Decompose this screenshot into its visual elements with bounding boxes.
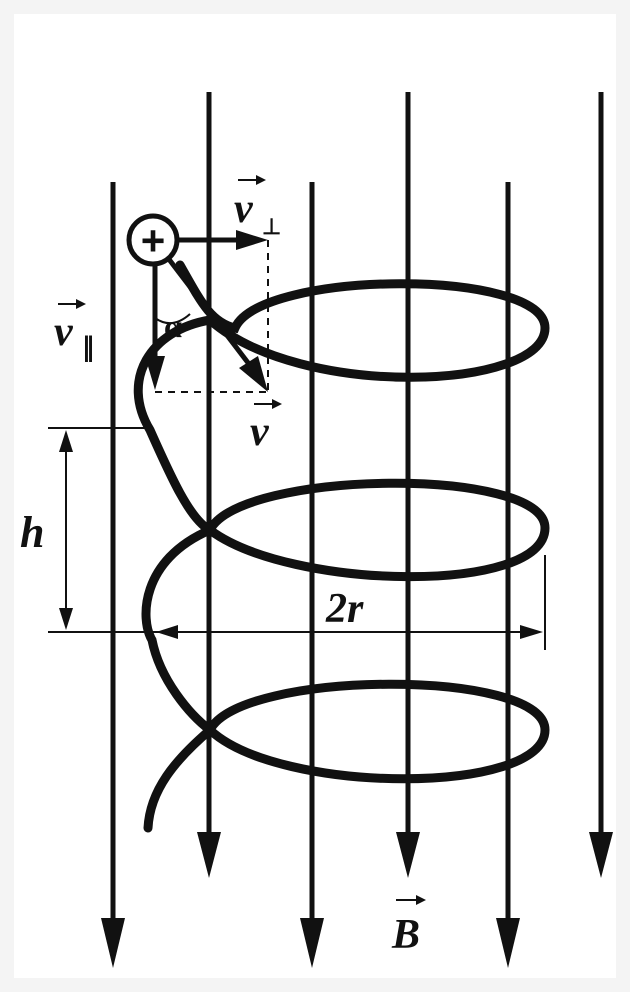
field-line-5 [496,182,520,968]
label-alpha: α [164,308,182,344]
v-vector [166,256,268,392]
label-h: h [20,508,44,557]
field-line-2 [197,92,221,878]
alpha-arc [154,313,191,325]
v-par-subscript: ∥ [82,333,95,363]
v-par-symbol: v [54,309,74,355]
v-perp-subscript: ⊥ [262,214,281,239]
v-perp-symbol: v [234,186,254,232]
positive-charge: + [126,213,180,267]
v-par-vector [145,262,165,390]
diameter-2r-dimension [156,555,546,650]
magnetic-field-lines [101,92,613,968]
v-symbol: v [250,409,270,455]
label-B: B [391,895,426,958]
label-v: v [250,399,282,455]
pitch-h-dimension [48,427,160,633]
label-2r: 2r [325,586,364,632]
v-perp-vector [175,230,268,250]
field-line-1 [101,182,125,968]
field-line-6 [589,92,613,878]
label-v-perp: v ⊥ [234,175,281,239]
charge-sign: + [141,217,166,264]
field-line-3 [300,182,324,968]
helical-trajectory [133,260,550,833]
label-v-par: v ∥ [54,299,95,363]
b-symbol: B [391,912,420,958]
field-line-4 [396,92,420,878]
